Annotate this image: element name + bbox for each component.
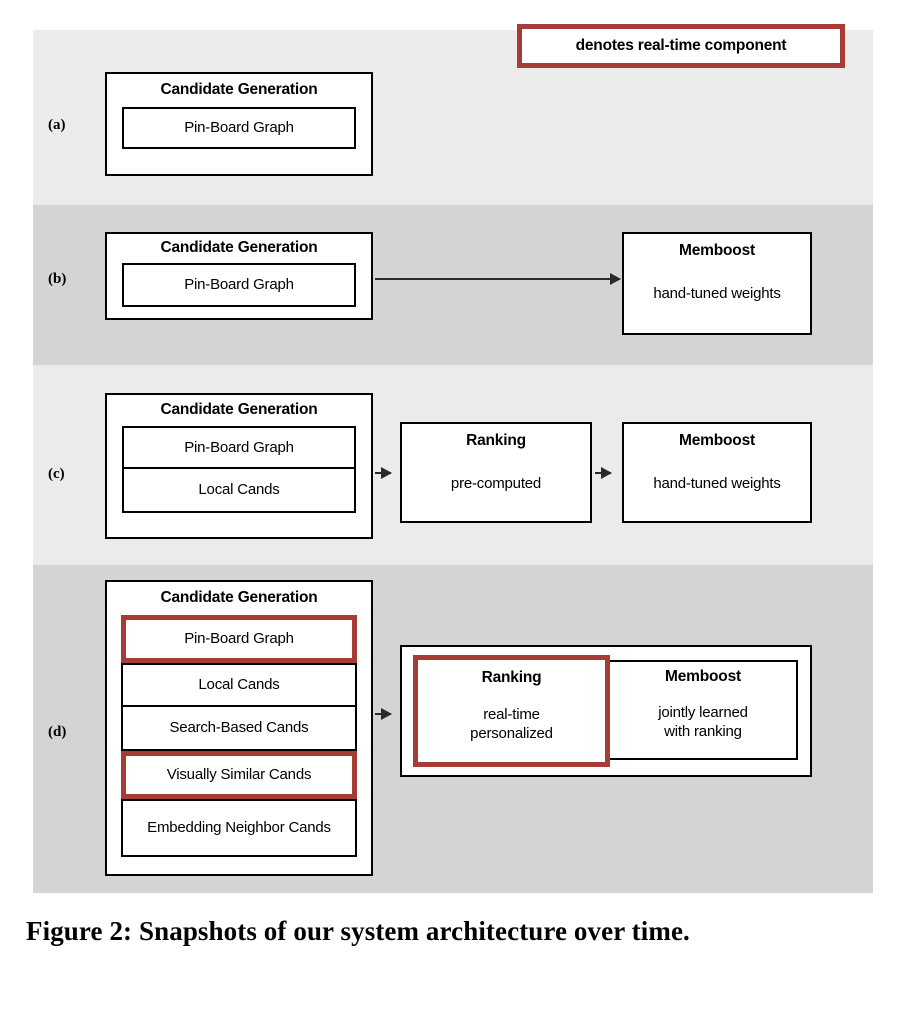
candidate-generation-box-b: Candidate Generation Pin-Board Graph: [105, 232, 373, 320]
ranking-box-c[interactable]: Ranking pre-computed: [400, 422, 592, 523]
candidate-list-d: Pin-Board Graph Local Cands Search-Based…: [121, 615, 357, 857]
candidate-item-pin-board-graph[interactable]: Pin-Board Graph: [122, 107, 356, 149]
arrow-cg-to-memboost-b: [375, 273, 621, 285]
candidate-item-pin-board-graph[interactable]: Pin-Board Graph: [122, 263, 356, 307]
candidate-generation-box-c: Candidate Generation Pin-Board Graph Loc…: [105, 393, 373, 539]
candidate-item-local-cands[interactable]: Local Cands: [122, 469, 356, 513]
candidate-list-b: Pin-Board Graph: [122, 263, 356, 307]
candidate-item-label: Pin-Board Graph: [184, 438, 294, 456]
memboost-subtitle-line2-d: with ranking: [664, 723, 742, 740]
memboost-box-d[interactable]: Memboost jointly learned with ranking: [608, 660, 798, 760]
candidate-generation-title-b: Candidate Generation: [160, 239, 318, 256]
row-label-a: (a): [48, 117, 66, 133]
memboost-box-b[interactable]: Memboost hand-tuned weights: [622, 232, 812, 335]
candidate-generation-box-a: Candidate Generation Pin-Board Graph: [105, 72, 373, 176]
legend-label: denotes real-time component: [575, 37, 787, 54]
memboost-title-d: Memboost: [665, 668, 741, 685]
candidate-item-label: Search-Based Cands: [169, 719, 309, 736]
candidate-item-label: Embedding Neighbor Cands: [147, 819, 331, 836]
candidate-item-label: Pin-Board Graph: [184, 119, 294, 136]
row-label-b: (b): [48, 271, 67, 287]
ranking-box-d[interactable]: Ranking real-time personalized: [413, 655, 610, 767]
candidate-item-label: Pin-Board Graph: [184, 630, 294, 647]
candidate-generation-title-a: Candidate Generation: [160, 81, 318, 98]
figure-caption: Figure 2: Snapshots of our system archit…: [26, 916, 690, 946]
ranking-title-d: Ranking: [481, 669, 542, 686]
candidate-list-c: Pin-Board Graph Local Cands: [122, 426, 356, 513]
candidate-item-label: Pin-Board Graph: [184, 276, 294, 293]
candidate-item-embedding-neighbor-cands[interactable]: Embedding Neighbor Cands: [121, 799, 357, 857]
memboost-subtitle-c: hand-tuned weights: [653, 475, 781, 492]
memboost-box-c[interactable]: Memboost hand-tuned weights: [622, 422, 812, 523]
ranking-title-c: Ranking: [466, 432, 526, 449]
candidate-generation-title-c: Candidate Generation: [160, 401, 318, 418]
candidate-generation-title-d: Candidate Generation: [160, 589, 318, 606]
memboost-subtitle-b: hand-tuned weights: [653, 285, 781, 302]
arrow-cg-to-ranking-c: [375, 467, 392, 479]
memboost-subtitle-line1-d: jointly learned: [658, 704, 748, 721]
arrow-ranking-to-memboost-c: [595, 467, 612, 479]
candidate-item-pin-board-graph[interactable]: Pin-Board Graph: [122, 426, 356, 469]
candidate-item-visually-similar-cands[interactable]: Visually Similar Cands: [121, 751, 357, 799]
ranking-subtitle-line1-d: real-time: [483, 706, 540, 723]
candidate-item-pin-board-graph[interactable]: Pin-Board Graph: [121, 615, 357, 663]
memboost-title-b: Memboost: [679, 242, 755, 259]
arrow-cg-to-ranking-d: [375, 708, 392, 720]
candidate-item-search-based-cands[interactable]: Search-Based Cands: [121, 707, 357, 751]
row-label-c: (c): [48, 466, 65, 482]
candidate-list-a: Pin-Board Graph: [122, 107, 356, 149]
candidate-item-label: Local Cands: [198, 676, 280, 693]
candidate-item-local-cands[interactable]: Local Cands: [121, 663, 357, 707]
realtime-legend-box: denotes real-time component: [517, 24, 845, 68]
ranking-subtitle-line2-d: personalized: [470, 725, 553, 742]
candidate-generation-box-d: Candidate Generation Pin-Board Graph Loc…: [105, 580, 373, 876]
candidate-item-label: Visually Similar Cands: [166, 766, 312, 783]
memboost-title-c: Memboost: [679, 432, 755, 449]
candidate-item-label: Local Cands: [198, 481, 280, 498]
ranking-subtitle-c: pre-computed: [450, 475, 542, 492]
row-label-d: (d): [48, 724, 67, 740]
